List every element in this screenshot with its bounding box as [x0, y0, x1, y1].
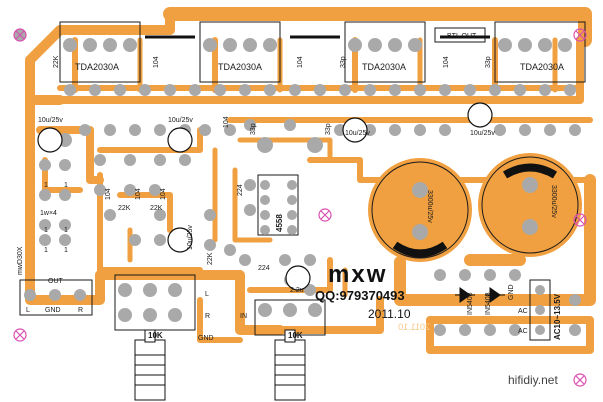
pot-shafts [134, 329, 306, 401]
pot-side-gnd: GND [198, 335, 214, 342]
pot-side-r: R [205, 313, 210, 320]
cap-33p-3: 33p [340, 56, 347, 68]
board-date-mirrored: 2011.10 [398, 322, 430, 332]
cap-224-1: 224 [237, 184, 244, 196]
brand-logo-text: mxw [328, 261, 387, 288]
jumper-label-3: 1 [44, 227, 48, 234]
cap-33p-2: 33p [325, 123, 332, 135]
pot-label-1: 10K [148, 331, 163, 340]
cap-104-4: 104 [223, 116, 230, 128]
out-connector: OUT L GND R [26, 278, 83, 314]
jumper-label-5: 1 [44, 247, 48, 254]
chip-label-2: TDA2030A [218, 62, 262, 72]
jumper-label-4: 1 [64, 227, 68, 234]
power-pin-ac-2: AC [518, 328, 528, 335]
diode-label-2: IN5408 [485, 292, 492, 315]
big-cap-1-label: 3300u/25v [426, 190, 433, 223]
power-input-label: AC10~13.5V [553, 293, 562, 340]
res-22k-3: 22K [150, 205, 163, 212]
res-22k-2: 22K [118, 205, 131, 212]
out-right-pin: R [78, 307, 83, 314]
jumper-mid-label: 1w×4 [40, 210, 57, 217]
branding: mxw QQ:979370493 2011.10 2011.10 [315, 261, 430, 332]
power-pin-ac-1: AC [518, 308, 528, 315]
board-date: 2011.10 [368, 307, 411, 321]
pot-side-l: L [205, 291, 209, 298]
jumper-label-2: 1 [64, 182, 68, 189]
site-watermark: hifidiy.net [508, 373, 558, 387]
cap-33p-4: 33p [485, 56, 492, 68]
jumper-label-1: 1 [44, 182, 48, 189]
cap-104-1: 104 [153, 56, 160, 68]
big-cap-2-label: 3300u/25v [550, 185, 557, 218]
cap-104-5: 104 [105, 188, 112, 200]
vertical-board-id: mwD30X [17, 246, 24, 275]
cap-10u-4: 10u/25v [470, 130, 495, 137]
qq-contact: QQ:979370493 [315, 288, 405, 303]
cap-10u-3: 10u/25v [345, 130, 370, 137]
small-electrolytic-caps [37, 102, 493, 291]
pot-labels: 10K 10K L R IN GND [148, 291, 303, 342]
cap-104-3: 104 [443, 56, 450, 68]
cap-224-2: 224 [258, 265, 270, 272]
btl-out-label: BTL OUT [447, 33, 477, 40]
res-22k-1: 22K [53, 55, 60, 68]
out-title: OUT [48, 278, 64, 285]
power-pin-gnd: GND [508, 284, 515, 300]
out-left-pin: L [26, 307, 30, 314]
pads [14, 29, 581, 336]
out-gnd-pin: GND [45, 307, 61, 314]
chip-label-4: TDA2030A [520, 62, 564, 72]
diode-label-1: IN5408 [467, 292, 474, 315]
cap-labels: 10u/25v 10u/25v 10u/25v 10u/25v 10u/25v … [38, 55, 557, 294]
cap-104-7: 104 [160, 188, 167, 200]
cap-10u-5: 10u/25v [187, 225, 194, 250]
pot-side-in: IN [240, 313, 247, 320]
chip-label-3: TDA2030A [362, 62, 406, 72]
res-22k-4: 22K [207, 252, 214, 265]
fiducial-markers [13, 28, 587, 387]
chip-outlines [19, 21, 586, 341]
power-section: IN5408 IN5408 AC GND AC AC10~13.5V [467, 284, 562, 340]
jumper-label-6: 1 [64, 247, 68, 254]
cap-2-2u-label: 2.2u [290, 287, 304, 294]
cap-33p-1: 33p [250, 123, 257, 135]
chip-label-1: TDA2030A [75, 62, 119, 72]
chip-label-4558: 4558 [275, 214, 284, 232]
cap-10u-1: 10u/25v [38, 117, 63, 124]
pot-label-2: 10K [288, 331, 303, 340]
cap-10u-2: 10u/25v [168, 117, 193, 124]
jumper-block: 1 1 1w×4 1 1 1 1 [40, 182, 68, 254]
chip-labels: TDA2030A TDA2030A TDA2030A TDA2030A 4558 [75, 62, 564, 232]
cap-104-6: 104 [135, 188, 142, 200]
cap-104-2: 104 [297, 56, 304, 68]
diode-symbols [455, 287, 505, 303]
